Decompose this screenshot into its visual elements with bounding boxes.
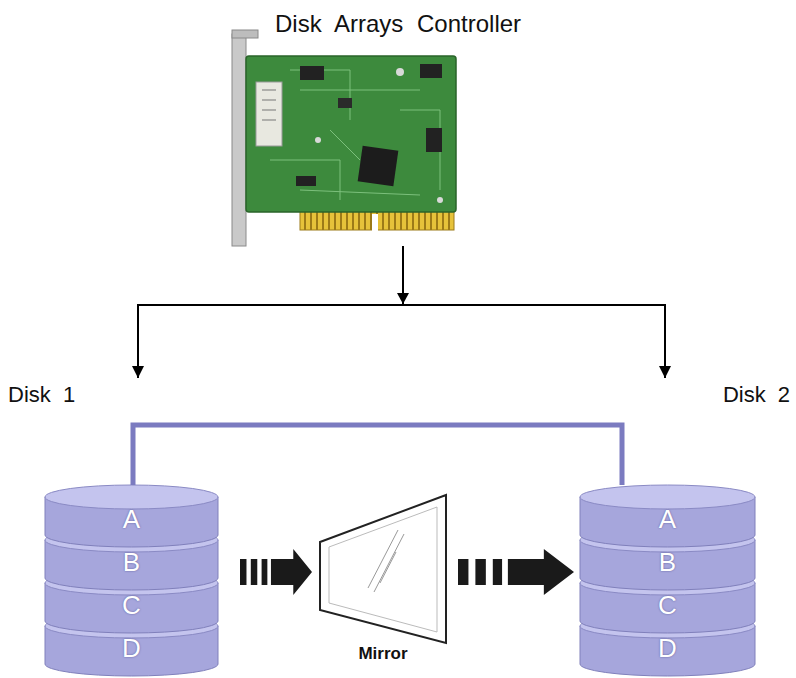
small-chip [338, 98, 352, 108]
segment-letter: D [646, 632, 690, 664]
card-bracket [232, 34, 246, 246]
disk-segment: C [646, 589, 690, 621]
mirror-glass [329, 507, 437, 632]
small-chip [296, 176, 316, 186]
controller-chip [358, 146, 399, 187]
segment-letter: D [110, 632, 154, 664]
sticker-print [262, 90, 276, 120]
controller-arrow [403, 246, 665, 378]
card-sticker [256, 82, 282, 146]
segment-letter: A [110, 503, 154, 535]
cylinder-bounds [580, 485, 755, 676]
capacitor [437, 197, 443, 203]
disk-segment: D [646, 632, 690, 664]
small-chip [300, 66, 324, 80]
disk-cylinder-picture [580, 485, 755, 676]
segment-letter: C [110, 589, 154, 621]
disk-cylinder: Disk 1 ABCD [8, 378, 220, 676]
disk-segment: D [110, 632, 154, 664]
disk-label: Disk 1 [8, 382, 75, 408]
card-title: Disk Arrays Controller [275, 10, 521, 38]
disk-segment: A [646, 503, 690, 535]
copy-arrow [458, 549, 574, 595]
mirror-label: Mirror [318, 644, 448, 664]
circuit-board [246, 56, 456, 212]
disk-segment: B [110, 546, 154, 578]
small-chip [426, 128, 442, 152]
disk-segment: C [110, 589, 154, 621]
controller-card-picture [232, 30, 456, 246]
mirror-shine [368, 530, 404, 592]
segment-letter: B [646, 546, 690, 578]
disk-segment: B [646, 546, 690, 578]
disk-label: Disk 2 [723, 382, 790, 408]
disk-cylinder-picture [45, 485, 218, 676]
small-chip [420, 64, 442, 78]
copy-arrow [240, 549, 312, 595]
mirror-frame [320, 495, 446, 643]
finger-notch [372, 214, 378, 231]
controller-arrow [138, 246, 403, 378]
segment-letter: C [646, 589, 690, 621]
segment-letter: B [110, 546, 154, 578]
controller-card: Disk Arrays Controller [232, 6, 594, 246]
capacitor [315, 137, 321, 143]
mirror: Mirror [318, 492, 448, 670]
bracket-tab [232, 30, 258, 38]
segment-letter: A [646, 503, 690, 535]
cylinder-bounds [45, 485, 218, 676]
disk-cylinder: Disk 2 ABCD [580, 378, 792, 676]
disk-segment: A [110, 503, 154, 535]
capacitor [396, 68, 404, 76]
pcb-traces [270, 70, 440, 200]
bus-line [133, 425, 622, 485]
mirror-picture [320, 495, 446, 643]
